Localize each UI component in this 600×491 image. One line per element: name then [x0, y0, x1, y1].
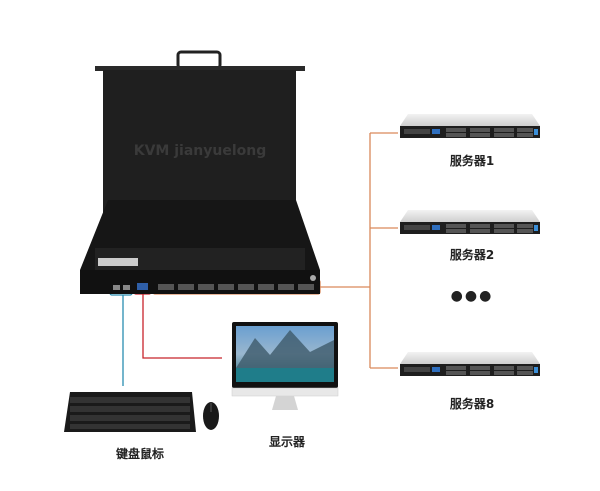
keyboard-mouse-label: 键盘鼠标	[115, 447, 165, 461]
monitor-label: 显示器	[268, 435, 306, 449]
server-8-image	[400, 352, 540, 376]
server-1-image	[400, 114, 540, 138]
server-1-label: 服务器1	[449, 154, 495, 168]
server-2-image	[400, 210, 540, 234]
monitor-image	[231, 322, 339, 410]
server-8-label: 服务器8	[449, 397, 495, 411]
keyboard-connection-line	[109, 280, 133, 386]
server-2-label: 服务器2	[449, 248, 495, 262]
kvm-logo: KVM jianyuelong	[134, 143, 267, 159]
keyboard-mouse-image	[64, 392, 219, 432]
ellipsis-dots: ●●●	[450, 288, 494, 304]
kvm-switch: KVM jianyuelong	[80, 50, 320, 294]
